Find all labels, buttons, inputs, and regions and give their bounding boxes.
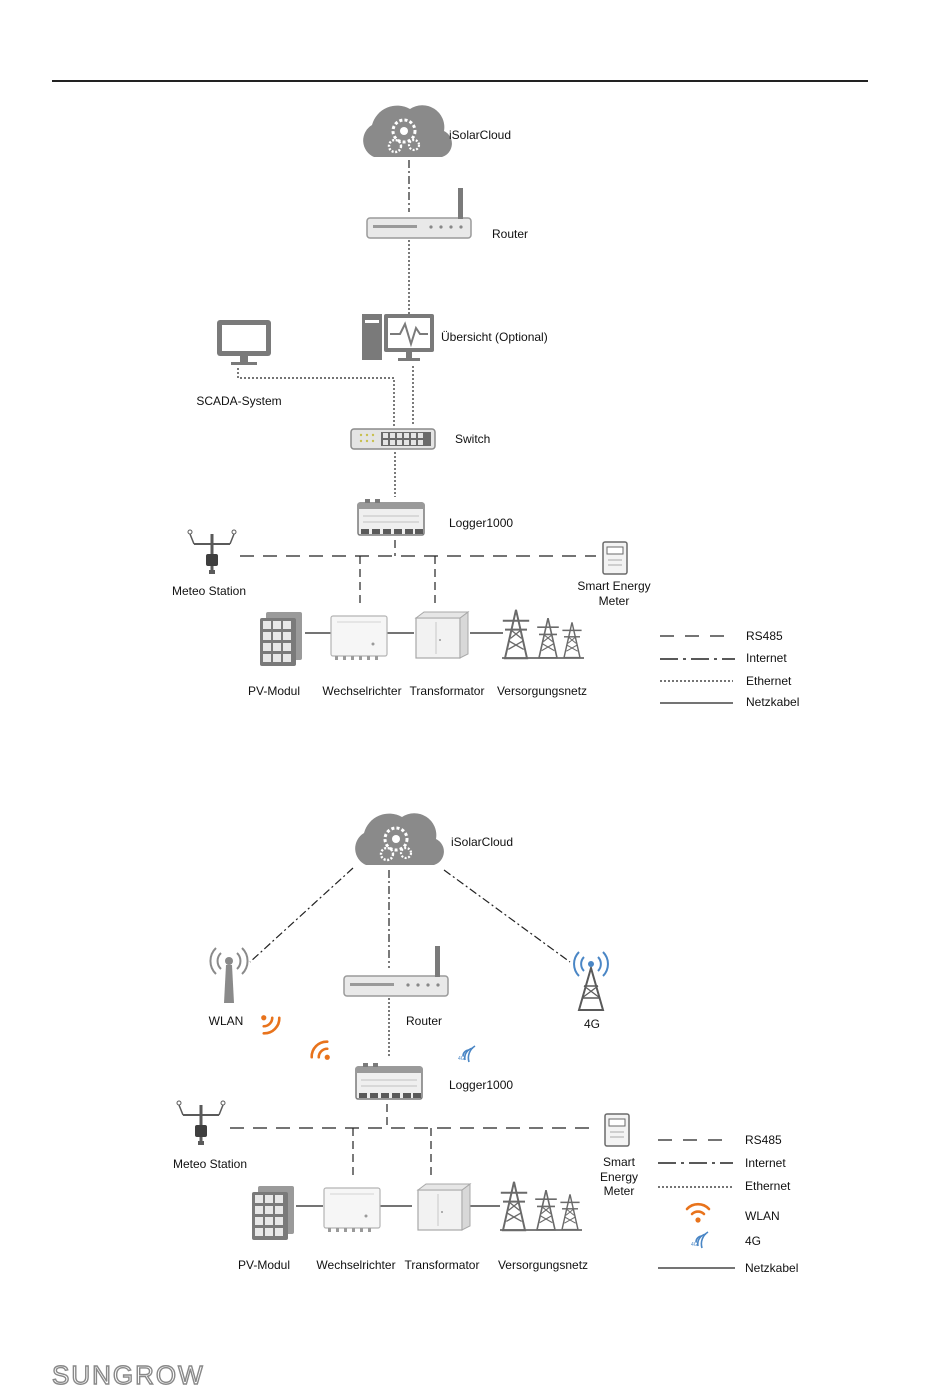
- cloud-icon: [361, 103, 454, 159]
- line-scada-switch: [237, 368, 395, 426]
- legend-1: RS485 Internet Ethernet Netzkabel: [660, 629, 799, 709]
- meter-icon: [602, 541, 628, 575]
- label-wlan: WLAN: [209, 1014, 244, 1028]
- grid-icon: [500, 1182, 582, 1230]
- cloud-icon: [353, 811, 446, 867]
- router-icon: [343, 945, 449, 997]
- legend-rs485-label: RS485: [746, 629, 783, 643]
- meteo-station-icon: [175, 1099, 227, 1147]
- label-router: Router: [492, 227, 528, 241]
- wifi-icon: [306, 1036, 339, 1069]
- label-pv: PV-Modul: [248, 684, 300, 698]
- label-logger: Logger1000: [449, 516, 513, 530]
- legend2-internet-label: Internet: [745, 1156, 786, 1170]
- legend2-wlan-label: WLAN: [745, 1209, 780, 1223]
- grid-icon: [502, 610, 584, 658]
- label-logger-2: Logger1000: [449, 1078, 513, 1092]
- label-grid-2: Versorgungsnetz: [498, 1258, 588, 1272]
- line-cloud-4g: [443, 869, 571, 963]
- sungrow-logo: SUNGROW: [52, 1360, 205, 1390]
- switch-icon: [350, 428, 436, 450]
- label-switch: Switch: [455, 432, 490, 446]
- legend2-4g-label: 4G: [745, 1234, 761, 1248]
- legend-netzkabel-label: Netzkabel: [746, 695, 799, 709]
- label-meter-2-line2: Energy: [600, 1170, 638, 1184]
- label-router-2: Router: [406, 1014, 442, 1028]
- label-4g: 4G: [584, 1017, 600, 1031]
- legend2-ethernet-label: Ethernet: [745, 1179, 791, 1193]
- transformer-icon: [415, 611, 469, 659]
- label-cloud: iSolarCloud: [449, 128, 511, 142]
- label-scada: SCADA-System: [196, 394, 281, 408]
- label-monitor: Übersicht (Optional): [441, 330, 548, 344]
- line-cloud-wlan: [249, 867, 354, 963]
- label-pv-2: PV-Modul: [238, 1258, 290, 1272]
- label-cloud-2: iSolarCloud: [451, 835, 513, 849]
- label-meteo: Meteo Station: [172, 584, 246, 598]
- transformer-icon: [417, 1183, 471, 1231]
- label-transformer-2: Transformator: [405, 1258, 480, 1272]
- inverter-icon: [323, 1187, 381, 1233]
- wlan-antenna-icon: [209, 947, 249, 1004]
- label-meteo-2: Meteo Station: [173, 1157, 247, 1171]
- legend-internet-label: Internet: [746, 651, 787, 665]
- logger-icon: [355, 1062, 423, 1100]
- inverter-icon: [330, 615, 388, 661]
- cell-tower-4g-icon: [573, 951, 609, 1011]
- scada-screen-icon: [217, 320, 271, 365]
- diagram-wireless: iSolarCloud WLAN Router 4G Logger1000 Me…: [173, 811, 798, 1275]
- label-meter-line1: Smart Energy: [577, 579, 650, 593]
- legend2-rs485-label: RS485: [745, 1133, 782, 1147]
- signal-4g-icon: [457, 1045, 476, 1063]
- label-inverter: Wechselrichter: [322, 684, 401, 698]
- label-meter-line2: Meter: [599, 594, 630, 608]
- meter-icon: [604, 1113, 630, 1147]
- label-grid: Versorgungsnetz: [497, 684, 587, 698]
- diagram-wired: iSolarCloud Router Übersicht (Optional) …: [172, 103, 799, 709]
- legend-2: RS485 Internet Ethernet WLAN 4G Netzkabe…: [658, 1133, 798, 1275]
- pc-monitor-icon: [361, 313, 435, 362]
- legend2-4g-icon: [690, 1231, 709, 1249]
- legend2-wlan-icon: [685, 1202, 711, 1224]
- label-transformer: Transformator: [410, 684, 485, 698]
- legend-ethernet-label: Ethernet: [746, 674, 792, 688]
- label-inverter-2: Wechselrichter: [316, 1258, 395, 1272]
- pv-module-icon: [260, 612, 302, 666]
- label-meter-2-line3: Meter: [604, 1184, 635, 1198]
- pv-module-icon: [252, 1186, 294, 1240]
- legend2-netzkabel-label: Netzkabel: [745, 1261, 798, 1275]
- meteo-station-icon: [186, 528, 238, 576]
- router-icon: [366, 187, 472, 239]
- wifi-icon: [252, 1006, 285, 1039]
- label-meter-2-line1: Smart: [603, 1155, 636, 1169]
- logger-icon: [357, 498, 425, 536]
